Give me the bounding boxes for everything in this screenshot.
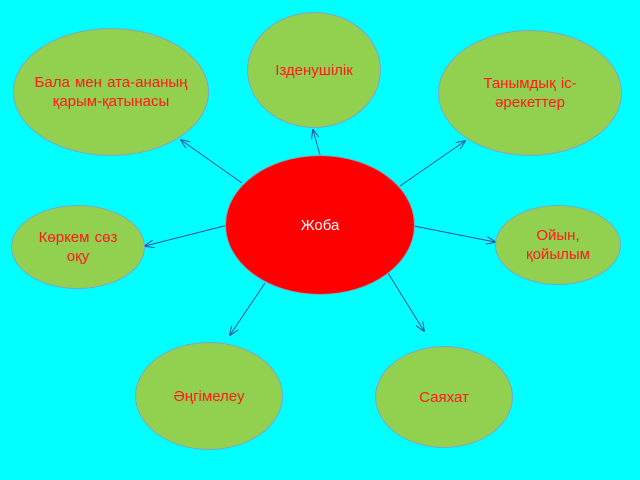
node-reading: Көркем сөз оқу <box>11 205 145 289</box>
arrow-to-reading <box>145 224 229 246</box>
node-label: Ойын, қойылым <box>526 227 590 263</box>
center-label: Жоба <box>300 216 340 234</box>
arrow-to-parent-child <box>181 140 243 184</box>
arrow-to-play <box>413 225 495 242</box>
node-talk: Әңгімелеу <box>135 342 283 450</box>
node-travel: Саяхат <box>375 346 513 448</box>
node-label: Танымдық іс-әрекеттер <box>483 75 577 111</box>
node-inquiry: Ізденушілік <box>247 12 381 128</box>
node-label: Бала мен ата-ананың қарым-қатынасы <box>34 74 188 110</box>
node-parent-child: Бала мен ата-ананың қарым-қатынасы <box>13 28 209 156</box>
node-label: Саяхат <box>419 388 469 406</box>
arrow-to-talk <box>230 282 266 335</box>
node-label: Әңгімелеу <box>173 387 245 405</box>
node-cognitive: Танымдық іс-әрекеттер <box>438 30 622 156</box>
node-label: Көркем сөз оқу <box>38 229 118 265</box>
node-label: Ізденушілік <box>275 61 353 79</box>
arrow-to-cognitive <box>399 141 465 187</box>
node-play: Ойын, қойылым <box>495 205 621 285</box>
arrow-to-inquiry <box>313 130 321 156</box>
arrow-to-travel <box>387 272 424 331</box>
node-center: Жоба <box>225 155 415 295</box>
